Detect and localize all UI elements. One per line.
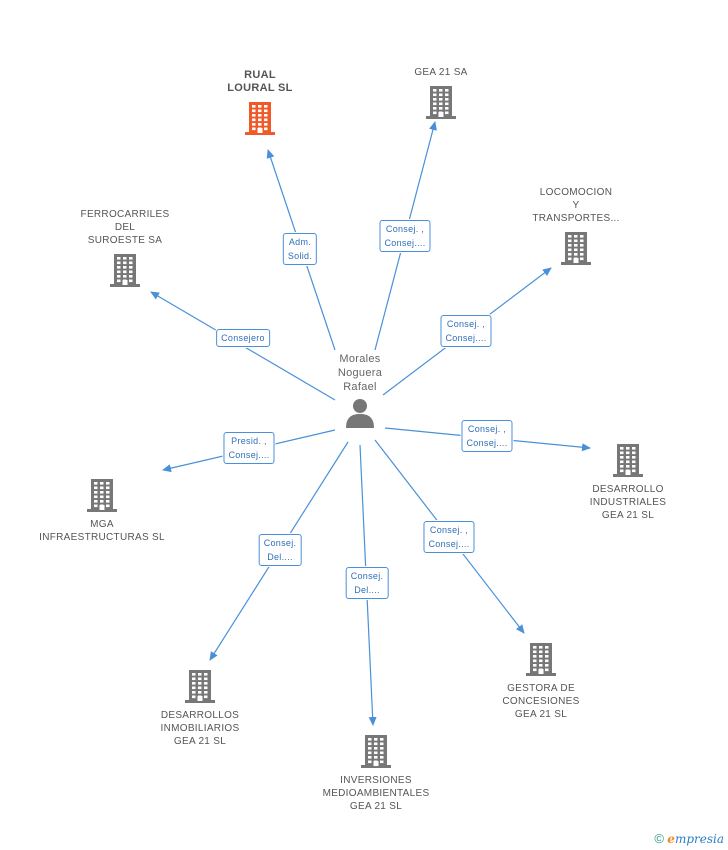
role-label-desarrollos_inm[interactable]: Consej. Del....	[258, 534, 302, 566]
building-icon	[561, 232, 591, 265]
company-node-ferrocarriles[interactable]: FERROCARRILES DEL SUROESTE SA	[40, 208, 210, 287]
company-label: INVERSIONES MEDIOAMBIENTALES GEA 21 SL	[322, 775, 430, 812]
company-label: GESTORA DE CONCESIONES GEA 21 SL	[502, 683, 580, 720]
building-icon	[361, 735, 391, 768]
role-label-locomocion[interactable]: Consej. , Consej....	[440, 315, 492, 347]
copyright-icon: ©	[654, 831, 664, 846]
building-icon	[87, 479, 117, 512]
building-icon	[526, 643, 556, 676]
role-label-ferrocarriles[interactable]: Consejero	[216, 329, 270, 347]
company-label: DESARROLLO INDUSTRIALES GEA 21 SL	[589, 484, 667, 521]
company-node-inversiones[interactable]: INVERSIONES MEDIOAMBIENTALES GEA 21 SL	[291, 734, 461, 813]
company-label: MGA INFRAESTRUCTURAS SL	[39, 519, 165, 543]
center-person-label: Morales Noguera Rafael	[337, 353, 383, 393]
company-node-gestora[interactable]: GESTORA DE CONCESIONES GEA 21 SL	[456, 642, 626, 721]
building-icon	[245, 102, 275, 135]
building-icon	[185, 670, 215, 703]
company-label: GEA 21 SA	[414, 67, 468, 78]
company-node-rual[interactable]: RUAL LOURAL SL	[175, 69, 345, 135]
company-label: DESARROLLOS INMOBILIARIOS GEA 21 SL	[160, 710, 240, 747]
company-node-desarrollos_inm[interactable]: DESARROLLOS INMOBILIARIOS GEA 21 SL	[115, 669, 285, 748]
company-node-desarrollo_ind[interactable]: DESARROLLO INDUSTRIALES GEA 21 SL	[543, 443, 713, 522]
footer-brand: © empresia	[654, 831, 724, 846]
company-label: FERROCARRILES DEL SUROESTE SA	[80, 209, 170, 246]
company-node-mga[interactable]: MGA INFRAESTRUCTURAS SL	[17, 478, 187, 544]
role-label-gestora[interactable]: Consej. , Consej....	[423, 521, 475, 553]
role-label-mga[interactable]: Presid. , Consej....	[223, 432, 275, 464]
company-node-gea21sa[interactable]: GEA 21 SA	[356, 66, 526, 119]
company-label: LOCOMOCION Y TRANSPORTES...	[532, 187, 620, 224]
role-label-gea21sa[interactable]: Consej. , Consej....	[379, 220, 431, 252]
building-icon	[613, 444, 643, 477]
role-label-rual[interactable]: Adm. Solid.	[282, 233, 318, 265]
building-icon	[110, 254, 140, 287]
company-node-locomocion[interactable]: LOCOMOCION Y TRANSPORTES...	[491, 186, 661, 265]
company-label: RUAL LOURAL SL	[227, 69, 293, 94]
role-label-inversiones[interactable]: Consej. Del....	[345, 567, 389, 599]
role-label-desarrollo_ind[interactable]: Consej. , Consej....	[461, 420, 513, 452]
center-person[interactable]: Morales Noguera Rafael	[275, 352, 445, 429]
brand-logo: empresia	[667, 832, 724, 846]
person-icon	[346, 399, 374, 428]
building-icon	[426, 86, 456, 119]
